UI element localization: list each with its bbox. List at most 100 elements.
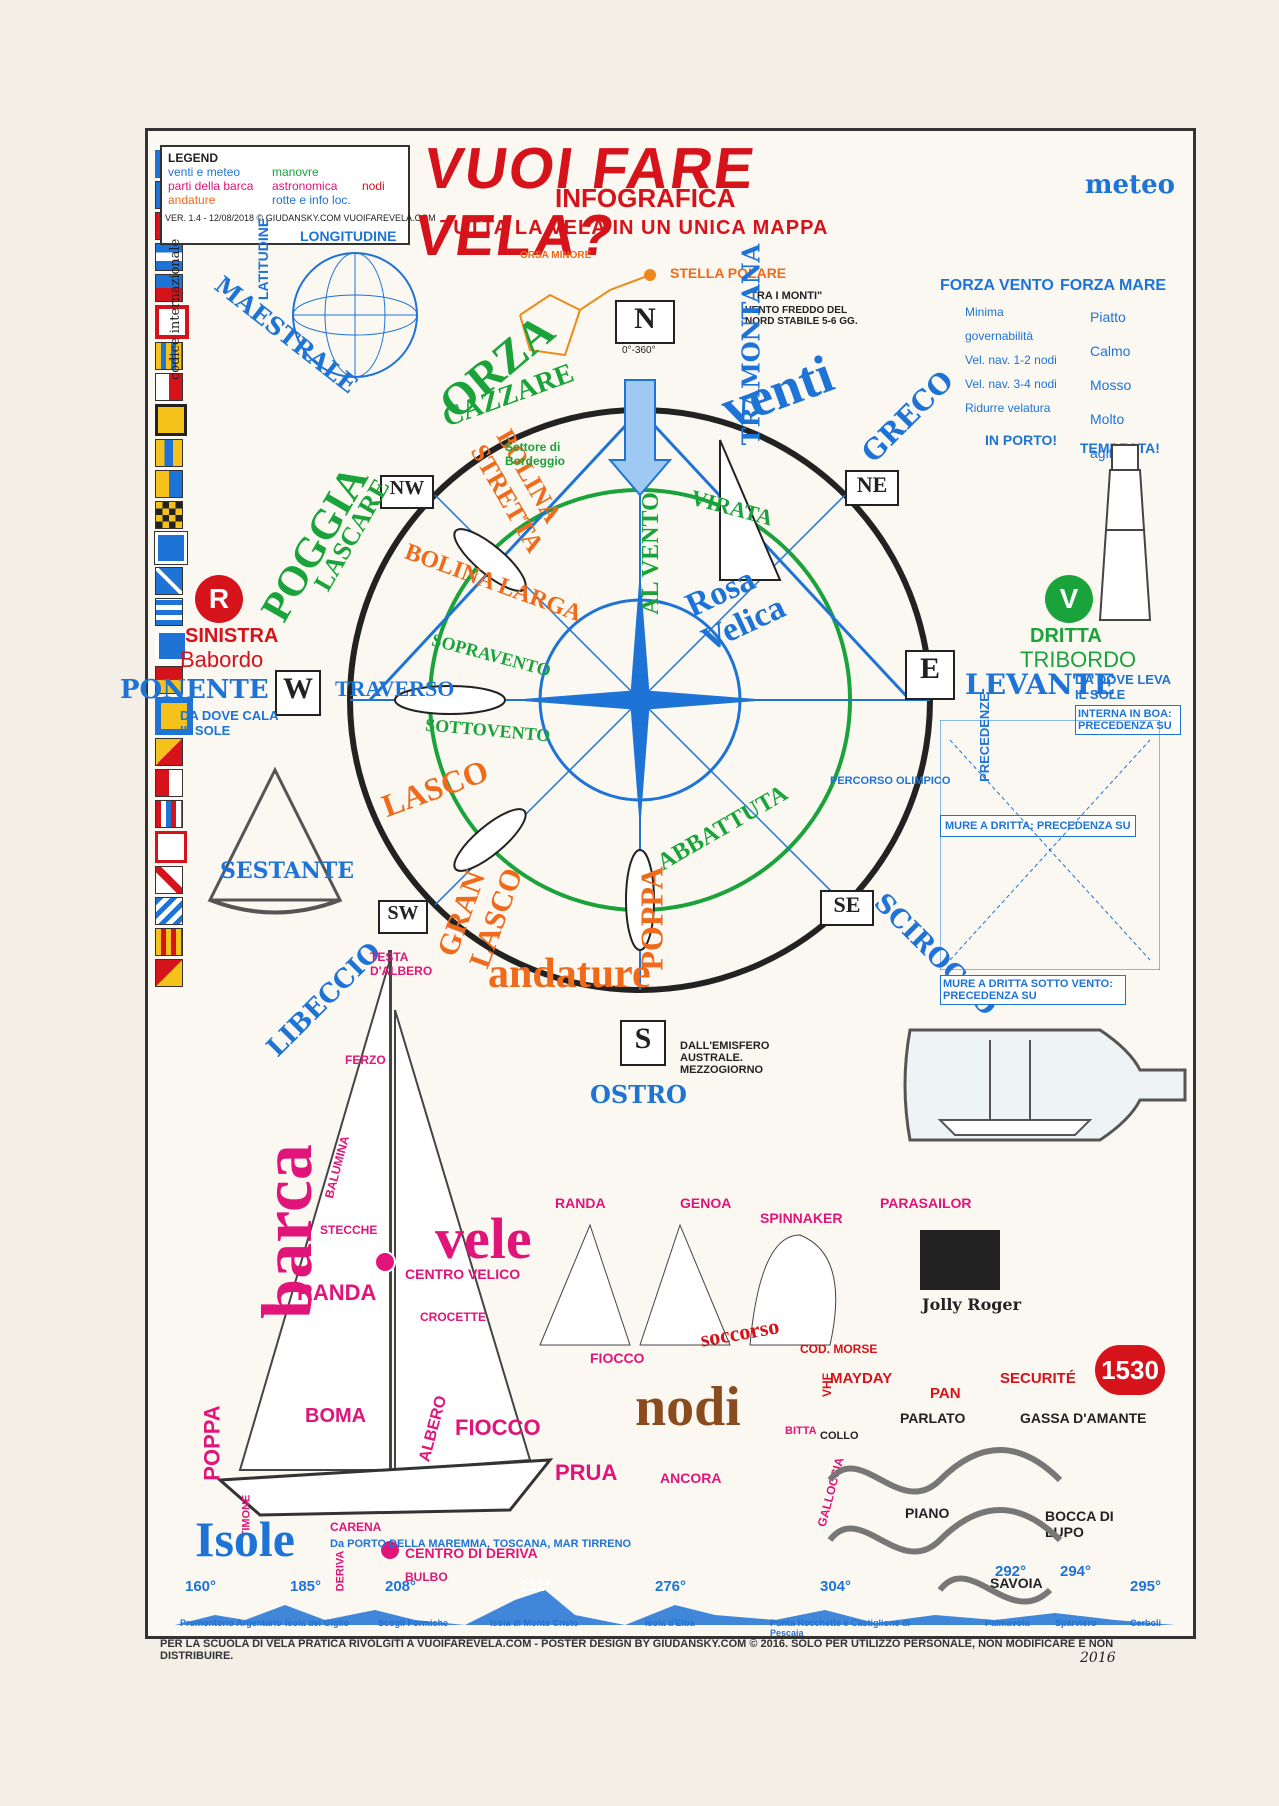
isle-name: Isola d'Elba: [645, 1618, 695, 1628]
sestante-label: SESTANTE: [220, 858, 355, 884]
babordo-label: Babordo: [180, 647, 264, 672]
sail-fiocco: FIOCCO: [590, 1350, 645, 1366]
securite-label: SECURITÉ: [1000, 1370, 1076, 1387]
compass-sw: SW: [378, 900, 428, 934]
flag-icon: [155, 274, 183, 302]
isle-value: 232°: [520, 1578, 552, 1595]
knots-illustration: [827, 1447, 1063, 1605]
legend-item: venti e meteo: [168, 165, 241, 179]
legend-item: andature: [168, 193, 216, 207]
compass-w: W: [275, 670, 321, 716]
knot-bocca: BOCCA DI LUPO: [1045, 1508, 1114, 1540]
ship-in-bottle-icon: [903, 1028, 1187, 1142]
isle-value: 295°: [1130, 1578, 1162, 1595]
title-block: VUOI FARE VELA? INFOGRAFICA TUTTA LA VEL…: [411, 135, 850, 268]
flag-icon: [155, 800, 183, 828]
nodi-label: nodi: [635, 1376, 741, 1438]
lighthouse-icon: [1098, 444, 1152, 621]
jolly-roger-label: Jolly Roger: [922, 1295, 1022, 1314]
part-boma: BOMA: [305, 1405, 367, 1427]
part-bulbo: BULBO: [405, 1570, 448, 1584]
wind-ostro: OSTRO: [590, 1080, 687, 1109]
flag-icon: [155, 897, 183, 925]
in-porto-label: IN PORTO!: [985, 432, 1058, 448]
sail-randa: RANDA: [555, 1195, 606, 1211]
part-crocette: CROCETTE: [420, 1310, 486, 1324]
flag-icon: [155, 342, 183, 370]
pan-label: PAN: [930, 1385, 961, 1402]
meteo-label: meteo: [1085, 170, 1175, 200]
vhf-label: VHF: [820, 1373, 834, 1397]
legend-title: LEGEND: [168, 151, 219, 165]
part-centro-deriva: CENTRO DI DERIVA: [405, 1545, 538, 1561]
tribordo-label: TRIBORDO: [1020, 647, 1137, 672]
version-label: VER. 1.4 - 12/08/2018 © GIUDANSKY.COM VU…: [165, 213, 436, 223]
precedenze-diagram: [940, 720, 1160, 970]
isle-value: 276°: [655, 1578, 687, 1595]
settore-label: Settore di Bordeggio: [505, 440, 565, 468]
part-poppa: POPPA: [199, 1405, 225, 1481]
part-ancora: ANCORA: [660, 1470, 722, 1486]
al-vento-label: AL VENTO: [637, 492, 664, 615]
part-fiocco: FIOCCO: [455, 1415, 541, 1440]
forza-mare-label: FORZA MARE: [1060, 277, 1167, 294]
tra-i-monti-label: "TRA I MONTI": [745, 290, 823, 302]
flag-icon: [155, 959, 183, 987]
title-tagline: TUTTA LA VELA IN UN UNICA MAPPA: [440, 217, 829, 239]
vele-label: vele: [435, 1206, 532, 1271]
forza-vento-label: FORZA VENTO: [940, 277, 1054, 294]
traverso-label: TRAVERSO: [335, 676, 455, 701]
sea-scale-item: Piatto: [1090, 309, 1126, 325]
wind-scale-item: Vel. nav. 3-4 nodi: [965, 377, 1057, 391]
compass-se: SE: [820, 890, 874, 926]
knot-parlato: PARLATO: [900, 1410, 966, 1426]
knot-piano: PIANO: [905, 1505, 950, 1521]
part-centro-velico: CENTRO VELICO: [405, 1266, 521, 1282]
isle-name: Isola del Giglio: [285, 1618, 350, 1628]
cod-morse-label: COD. MORSE: [800, 1342, 878, 1356]
compass-s: S: [620, 1020, 666, 1066]
sails-illustration: [539, 1223, 837, 1346]
flag-icon: [155, 470, 183, 498]
isole-subtitle: Da PORTO DELLA MAREMMA, TOSCANA, MAR TIR…: [330, 1538, 632, 1550]
legend-item: rotte e info loc.: [272, 193, 351, 207]
compass-nw: NW: [380, 475, 434, 509]
part-prua: PRUA: [555, 1460, 618, 1485]
knot-savoia: SAVOIA: [990, 1575, 1043, 1591]
percorso-olimpico-label: PERCORSO OLIMPICO: [830, 775, 951, 787]
sextant-icon: [207, 766, 343, 915]
isle-name: Promontorio Argentario: [180, 1618, 282, 1628]
flag-icon: [154, 531, 188, 565]
wind-scale-item: Vel. nav. 1-2 nodi: [965, 353, 1057, 367]
wind-scale-list: Minima governabilità Vel. nav. 1-2 nodi …: [965, 300, 1065, 420]
part-bitta: BITTA: [785, 1425, 817, 1437]
isle-value: 185°: [290, 1578, 322, 1595]
flag-icon: [155, 404, 187, 436]
compass-ne-label: NE: [856, 472, 888, 497]
mure-dritta-label: MURE A DRITTA: PRECEDENZA SU: [940, 815, 1136, 837]
flag-icon: [155, 928, 183, 956]
sail-genoa: GENOA: [680, 1195, 732, 1211]
wind-scale-item: Minima governabilità: [965, 305, 1034, 343]
legend: LEGEND venti e meteo parti della barca a…: [160, 145, 410, 245]
jolly-roger-flag-icon: [920, 1230, 1000, 1290]
isle-name: Sparviero: [1055, 1618, 1097, 1628]
wind-ostro-sub: DALL'EMISFERO AUSTRALE. MEZZOGIORNO: [680, 1040, 770, 1076]
compass-w-label: W: [283, 672, 313, 705]
flag-icon: [155, 373, 183, 401]
isle-name: Scogli Formiche: [378, 1618, 449, 1628]
constellation-diagram: [519, 269, 656, 357]
flag-icon: [155, 439, 183, 467]
wind-levante-sub: DA DOVE LEVA IL SOLE: [1075, 672, 1171, 702]
flag-icon: [155, 831, 187, 863]
compass-se-label: SE: [833, 892, 861, 917]
mure-dritta-sv-label: MURE A DRITTA SOTTO VENTO: PRECEDENZA SU: [940, 975, 1126, 1005]
legend-item: nodi: [362, 179, 385, 193]
isle-value: 160°: [185, 1578, 217, 1595]
compass-s-label: S: [634, 1022, 652, 1055]
wind-ponente-sub: DA DOVE CALA IL SOLE: [180, 708, 278, 738]
compass-nw-label: NW: [389, 477, 425, 499]
legend-item: parti della barca: [168, 179, 254, 193]
globe-diagram: [292, 252, 418, 378]
knot-collo: COLLO: [820, 1430, 859, 1442]
